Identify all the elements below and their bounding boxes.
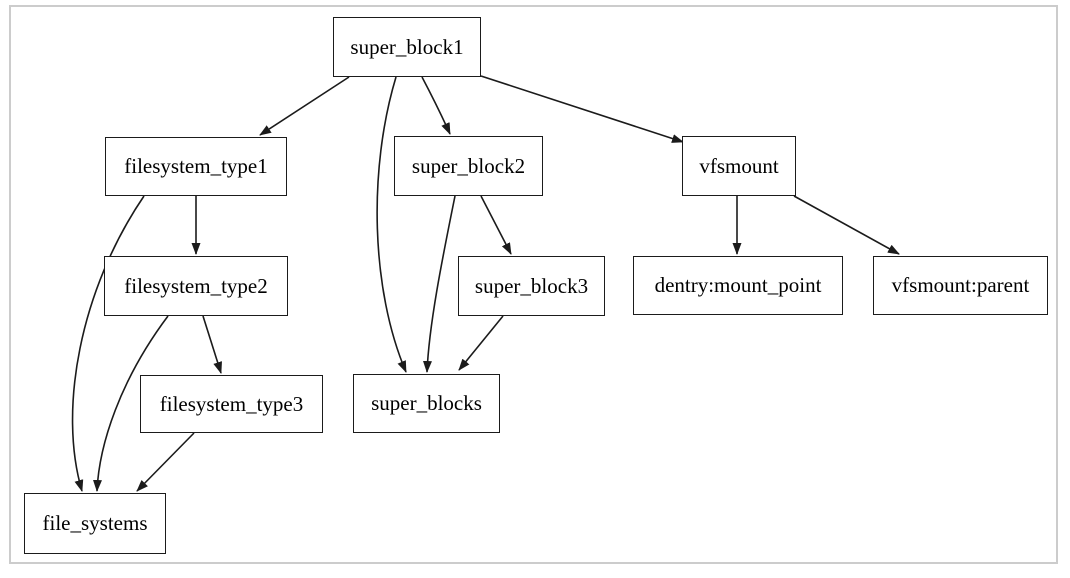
node-super_block1: super_block1 (333, 17, 481, 77)
node-label-vfsmount_parent: vfsmount:parent (891, 273, 1030, 297)
edge-filesystem_type2-to-file_systems (92, 315, 169, 492)
edge-super_block1-to-super_block2 (421, 76, 451, 135)
edge-filesystem_type2-to-filesystem_type3 (202, 315, 222, 374)
edge-super_block1-to-vfsmount (480, 75, 684, 143)
node-label-filesystem_type2: filesystem_type2 (124, 273, 268, 298)
node-filesystem_type2: filesystem_type2 (104, 256, 288, 316)
node-label-file_systems: file_systems (42, 511, 148, 535)
node-file_systems: file_systems (24, 493, 166, 554)
node-label-filesystem_type1: filesystem_type1 (124, 154, 268, 178)
node-filesystem_type1: filesystem_type1 (105, 137, 287, 196)
node-label-filesystem_type3: filesystem_type3 (159, 391, 304, 416)
edge-super_block1-to-super_blocks (376, 76, 407, 373)
node-label-super_blocks: super_blocks (371, 391, 482, 415)
node-label-dentry_mount_point: dentry:mount_point (654, 273, 822, 297)
node-label-vfsmount: vfsmount (699, 153, 779, 178)
node-super_block3: super_block3 (458, 256, 605, 316)
edge-vfsmount-to-vfsmount_parent (793, 195, 900, 255)
node-super_block2: super_block2 (394, 136, 543, 196)
edge-filesystem_type1-to-file_systems (71, 195, 145, 492)
node-label-super_block3: super_block3 (474, 273, 589, 298)
node-filesystem_type3: filesystem_type3 (140, 375, 323, 433)
edge-super_block2-to-super_block3 (480, 195, 512, 255)
node-vfsmount: vfsmount (682, 136, 796, 196)
node-label-super_block2: super_block2 (411, 153, 526, 178)
edge-super_block1-to-filesystem_type1 (259, 76, 350, 136)
node-vfsmount_parent: vfsmount:parent (873, 256, 1048, 315)
node-super_blocks: super_blocks (353, 374, 500, 433)
edge-super_block2-to-super_blocks (422, 195, 456, 373)
edge-filesystem_type3-to-file_systems (136, 432, 195, 492)
edge-super_block3-to-super_blocks (458, 315, 504, 371)
node-label-super_block1: super_block1 (350, 34, 464, 59)
node-dentry_mount_point: dentry:mount_point (633, 256, 843, 315)
